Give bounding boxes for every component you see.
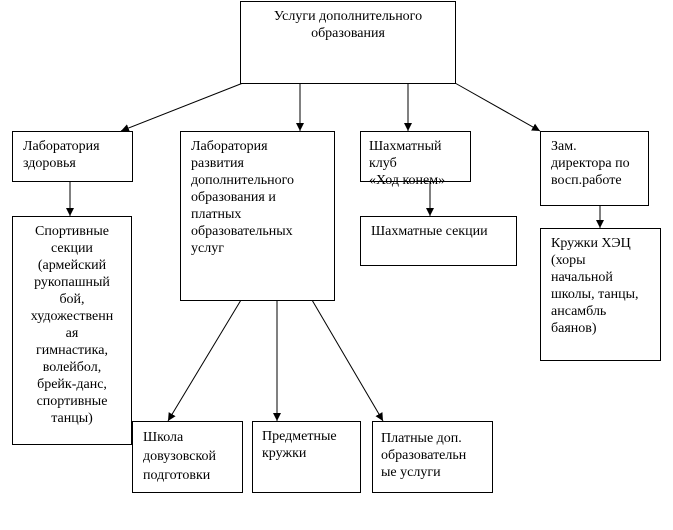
- node-chess-sections: Шахматные секции: [360, 216, 517, 266]
- edge-lab-dev-prep-school: [167, 299, 242, 422]
- node-sport-sections: Спортивные секции (армейский рукопашный …: [12, 216, 132, 445]
- node-paid-services: Платные доп. образовательн ые услуги: [372, 421, 493, 493]
- edge-lab-dev-paid-services: [311, 299, 384, 422]
- node-additional-education-services: Услуги дополнительного образования: [240, 1, 456, 84]
- node-label: Платные доп. образовательн ые услуги: [381, 431, 467, 480]
- node-label: Лаборатория развития дополнительного обр…: [191, 139, 294, 256]
- node-label: Кружки ХЭЦ (хоры начальной школы, танцы,…: [551, 236, 639, 336]
- node-hec-circles: Кружки ХЭЦ (хоры начальной школы, танцы,…: [540, 228, 661, 361]
- node-label: Предметные кружки: [262, 429, 337, 461]
- node-label: Зам. директора по восп.работе: [551, 139, 630, 188]
- node-health-laboratory: Лаборатория здоровья: [12, 131, 133, 182]
- node-label: Шахматные секции: [371, 224, 488, 239]
- node-subject-circles: Предметные кружки: [252, 421, 361, 493]
- node-label: Услуги дополнительного образования: [273, 9, 423, 41]
- node-pre-university-school: Школа довузовской подготовки: [132, 421, 243, 493]
- node-development-laboratory: Лаборатория развития дополнительного обр…: [180, 131, 335, 301]
- edge-root-deputy: [454, 82, 541, 132]
- node-label: Школа довузовской подготовки: [143, 430, 217, 483]
- node-label: Лаборатория здоровья: [23, 139, 100, 171]
- node-deputy-director: Зам. директора по восп.работе: [540, 131, 649, 206]
- node-label: Шахматный клуб «Ход конем»: [369, 139, 446, 188]
- node-label: Спортивные секции (армейский рукопашный …: [30, 224, 114, 426]
- edge-root-lab-health: [120, 82, 244, 132]
- node-chess-club: Шахматный клуб «Ход конем»: [360, 131, 471, 188]
